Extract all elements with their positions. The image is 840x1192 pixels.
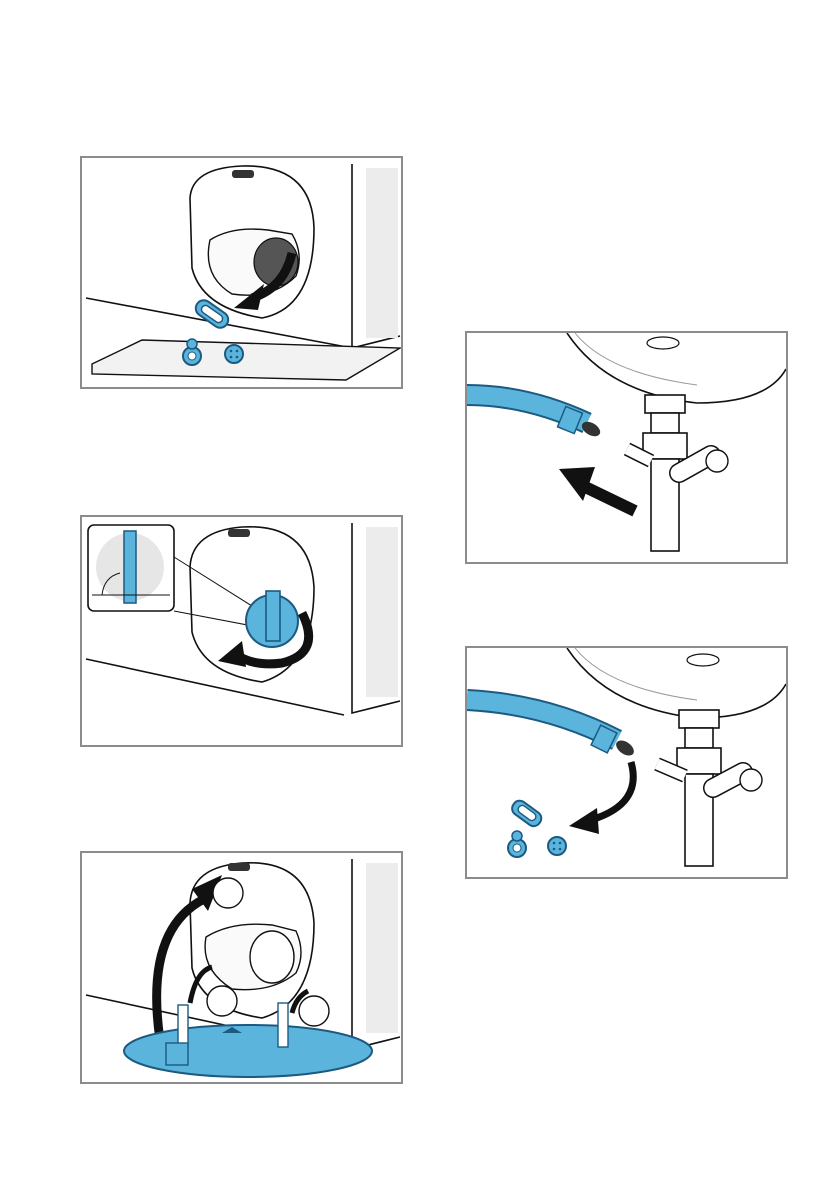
- figure-turn-pump-cap: [80, 515, 403, 747]
- rotate-arrow-icon: [569, 808, 599, 834]
- callout-3: [299, 996, 329, 1026]
- figure-drain-plugs: [80, 156, 403, 389]
- callout-1: [213, 878, 243, 908]
- cap-icon: [225, 345, 243, 363]
- figure-hose-to-siphon: [465, 331, 788, 564]
- callout-2: [207, 986, 237, 1016]
- figure-refit-cover: [80, 851, 403, 1084]
- figure-remove-hose-clip: [465, 646, 788, 879]
